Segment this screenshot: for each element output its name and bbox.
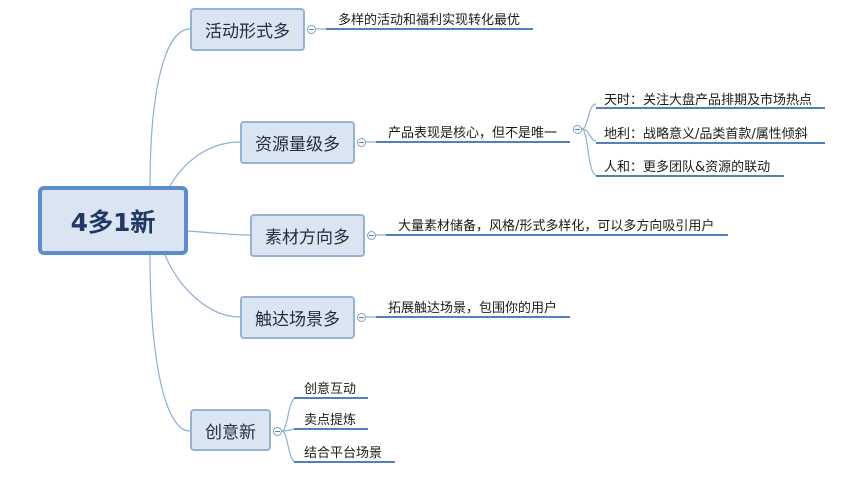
leaf-label-3[interactable]: 大量素材储备，风格/形式多样化，可以多方向吸引用户 xyxy=(398,219,715,234)
connector-root-branch-4 xyxy=(164,254,241,318)
collapse-toggle-icon[interactable] xyxy=(307,25,316,34)
branch-node-4[interactable]: 触达场景多 xyxy=(240,296,355,339)
leaf-label-1[interactable]: 多样的活动和福利实现转化最优 xyxy=(338,13,521,28)
leaf-label-2b[interactable]: 地利：战略意义/品类首款/属性倾斜 xyxy=(604,127,808,142)
connector-branch-5-leaf-c xyxy=(281,430,297,463)
collapse-toggle-icon[interactable] xyxy=(573,125,582,134)
connector-subbranch-a xyxy=(581,103,597,130)
connector-subbranch-c xyxy=(581,128,597,176)
connector-root-branch-5 xyxy=(149,254,191,432)
leaf-label-4[interactable]: 拓展触达场景，包围你的用户 xyxy=(388,301,558,316)
leaf-label-5a[interactable]: 创意互动 xyxy=(304,382,357,397)
branch-node-1[interactable]: 活动形式多 xyxy=(190,8,305,51)
leaf-label-2[interactable]: 产品表现是核心，但不是唯一 xyxy=(388,126,558,141)
leaf-label-5b[interactable]: 卖点提炼 xyxy=(304,413,357,428)
connector-root-branch-2 xyxy=(169,141,241,187)
connector-root-branch-1 xyxy=(149,28,191,187)
branch-node-5[interactable]: 创意新 xyxy=(190,409,271,451)
collapse-toggle-icon[interactable] xyxy=(273,427,282,436)
branch-node-3[interactable]: 素材方向多 xyxy=(250,214,365,257)
root-node[interactable]: 4多1新 xyxy=(38,186,188,255)
connector-root-branch-3 xyxy=(187,230,251,236)
collapse-toggle-icon[interactable] xyxy=(357,138,366,147)
collapse-toggle-icon[interactable] xyxy=(357,313,366,322)
connector-branch-5-leaf-a xyxy=(281,397,297,432)
leaf-label-2c[interactable]: 人和：更多团队&资源的联动 xyxy=(604,160,771,175)
branch-node-2[interactable]: 资源量级多 xyxy=(240,121,355,164)
leaf-label-2a[interactable]: 天时：关注大盘产品排期及市场热点 xyxy=(604,93,813,108)
leaf-label-5c[interactable]: 结合平台场景 xyxy=(304,446,383,461)
connector-subbranch-b xyxy=(581,128,597,142)
collapse-toggle-icon[interactable] xyxy=(367,231,376,240)
